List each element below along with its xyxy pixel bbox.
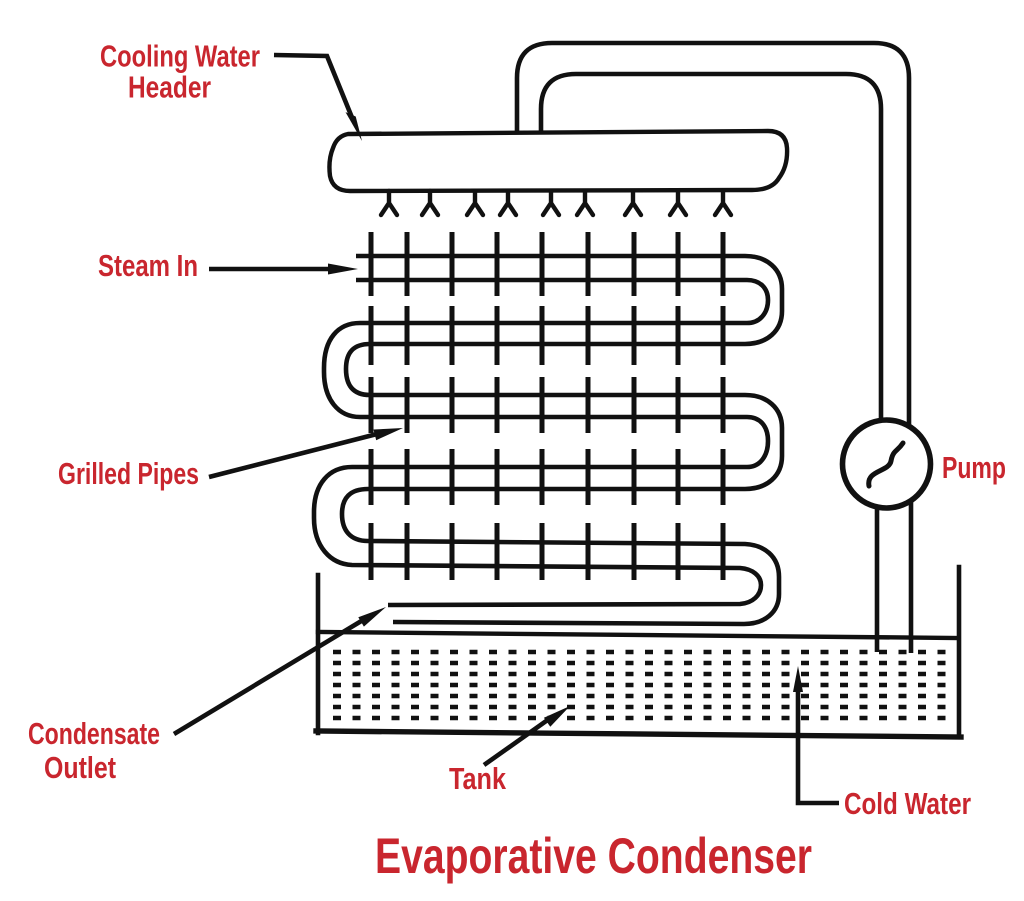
svg-text:Steam In: Steam In <box>98 248 198 283</box>
svg-text:Outlet: Outlet <box>44 750 116 785</box>
svg-text:Tank: Tank <box>449 761 507 796</box>
svg-text:Condensate: Condensate <box>28 716 160 751</box>
svg-text:Cooling Water: Cooling Water <box>100 39 260 74</box>
svg-text:Cold Water: Cold Water <box>844 786 971 821</box>
svg-text:Grilled Pipes: Grilled Pipes <box>58 456 199 491</box>
svg-text:Evaporative Condenser: Evaporative Condenser <box>375 828 812 884</box>
svg-text:Header: Header <box>128 70 211 105</box>
svg-text:Pump: Pump <box>942 450 1006 485</box>
